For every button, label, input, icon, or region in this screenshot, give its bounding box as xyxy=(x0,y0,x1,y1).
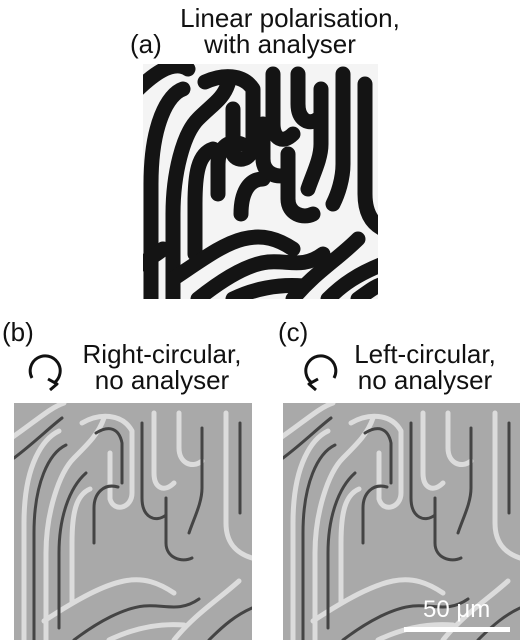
stripe-domain-pattern-c xyxy=(283,403,520,640)
panel-a-caption-line1: Linear polarisation, xyxy=(180,3,400,33)
panel-a-tag: (a) xyxy=(130,29,162,59)
panel-b-caption-line1: Right-circular, xyxy=(82,339,242,369)
counterclockwise-arrow-icon xyxy=(304,354,338,392)
panel-c-caption-line1: Left-circular, xyxy=(354,339,496,369)
panel-b-tag: (b) xyxy=(2,317,34,347)
panel-c-caption-line2: no analyser xyxy=(357,365,493,395)
panel-c-tag: (c) xyxy=(278,317,309,347)
panel-a-caption-line2: with analyser xyxy=(204,29,356,59)
panel-b-caption-line2: no analyser xyxy=(94,365,230,395)
clockwise-arrow-icon xyxy=(28,354,62,392)
scale-bar-label: 50 μm xyxy=(423,596,491,623)
panel-c-micrograph xyxy=(283,403,520,640)
stripe-domain-pattern-a xyxy=(143,64,378,299)
panel-b-micrograph xyxy=(14,403,252,640)
scale-bar xyxy=(404,627,510,632)
panel-a-micrograph xyxy=(143,64,378,299)
stripe-domain-pattern-b xyxy=(14,403,252,640)
